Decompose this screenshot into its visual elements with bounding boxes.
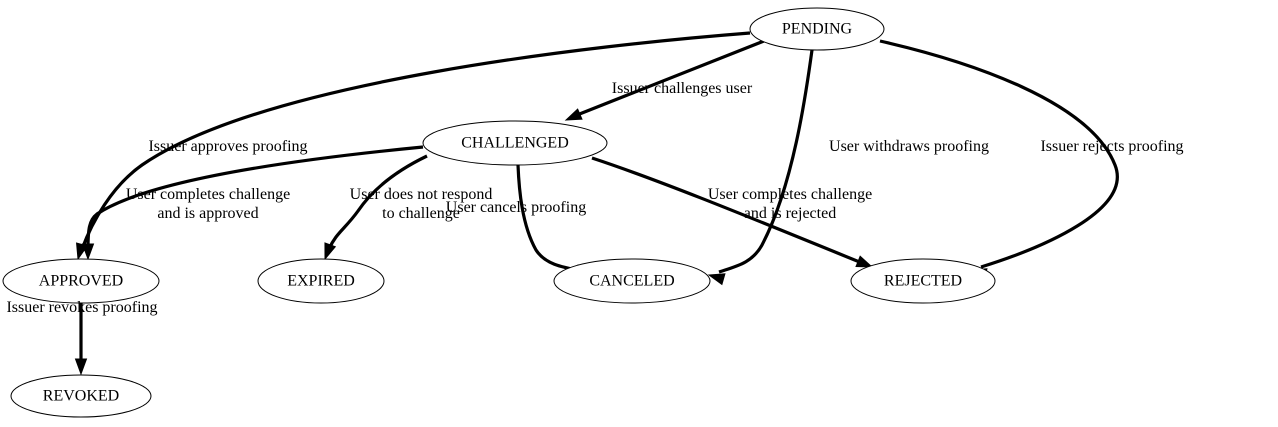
node-label: EXPIRED — [287, 273, 355, 290]
node-label: REJECTED — [884, 273, 962, 290]
edge-line — [591, 156, 863, 265]
edge-challenged-expired — [324, 154, 428, 261]
edge-challenged-rejected — [591, 156, 874, 268]
state-node-challenged[interactable]: CHALLENGED — [422, 120, 608, 166]
state-node-pending[interactable]: PENDING — [749, 7, 885, 51]
edge-arrowhead — [707, 273, 726, 286]
edge-arrowhead — [855, 255, 874, 268]
node-label: CHALLENGED — [461, 135, 569, 152]
node-label: PENDING — [782, 21, 853, 38]
node-label: APPROVED — [39, 273, 123, 290]
node-label: CANCELED — [589, 273, 674, 290]
edge-pending-rejected — [879, 39, 1119, 281]
node-label: REVOKED — [43, 388, 119, 405]
edge-pending-canceled — [707, 49, 814, 286]
edge-label-pending-challenged: Issuer challenges user — [612, 80, 753, 97]
edge-line — [879, 39, 1119, 269]
edge-arrowhead — [324, 242, 337, 261]
edge-line — [327, 154, 428, 250]
node-ellipse[interactable] — [257, 258, 385, 304]
edge-pending-challenged — [564, 39, 765, 121]
state-node-revoked[interactable]: REVOKED — [10, 374, 152, 418]
edge-challenged-approved — [81, 145, 424, 261]
edge-line — [516, 164, 583, 273]
edge-approved-revoked — [74, 303, 88, 376]
node-ellipse[interactable] — [10, 374, 152, 418]
edge-arrowhead — [74, 358, 88, 376]
edge-label-pending-rejected: Issuer rejects proofing — [1040, 138, 1183, 155]
edge-line — [576, 39, 765, 117]
edge-line — [718, 49, 814, 274]
nodes-layer: PENDING CHALLENGED APPROVED EXPIRED CANCELED… — [2, 7, 996, 418]
node-ellipse[interactable] — [422, 120, 608, 166]
edge-label-pending-canceled: User withdraws proofing — [829, 138, 989, 155]
node-ellipse[interactable] — [2, 258, 160, 304]
state-node-rejected[interactable]: REJECTED — [850, 258, 996, 304]
edge-label-pending-approved: Issuer approves proofing — [148, 138, 307, 155]
edges-layer — [74, 31, 1119, 376]
edge-arrowhead — [81, 243, 95, 261]
state-node-expired[interactable]: EXPIRED — [257, 258, 385, 304]
state-node-approved[interactable]: APPROVED — [2, 258, 160, 304]
edge-arrowhead — [564, 108, 583, 121]
node-ellipse[interactable] — [749, 7, 885, 51]
node-ellipse[interactable] — [553, 258, 711, 304]
edge-challenged-canceled — [516, 164, 594, 277]
edge-label-challenged-canceled: User cancels proofing — [446, 199, 586, 216]
edge-label-approved-revoked: Issuer revokes proofing — [6, 299, 157, 316]
edge-line — [80, 31, 751, 250]
edge-line — [86, 145, 424, 250]
node-ellipse[interactable] — [850, 258, 996, 304]
state-node-canceled[interactable]: CANCELED — [553, 258, 711, 304]
